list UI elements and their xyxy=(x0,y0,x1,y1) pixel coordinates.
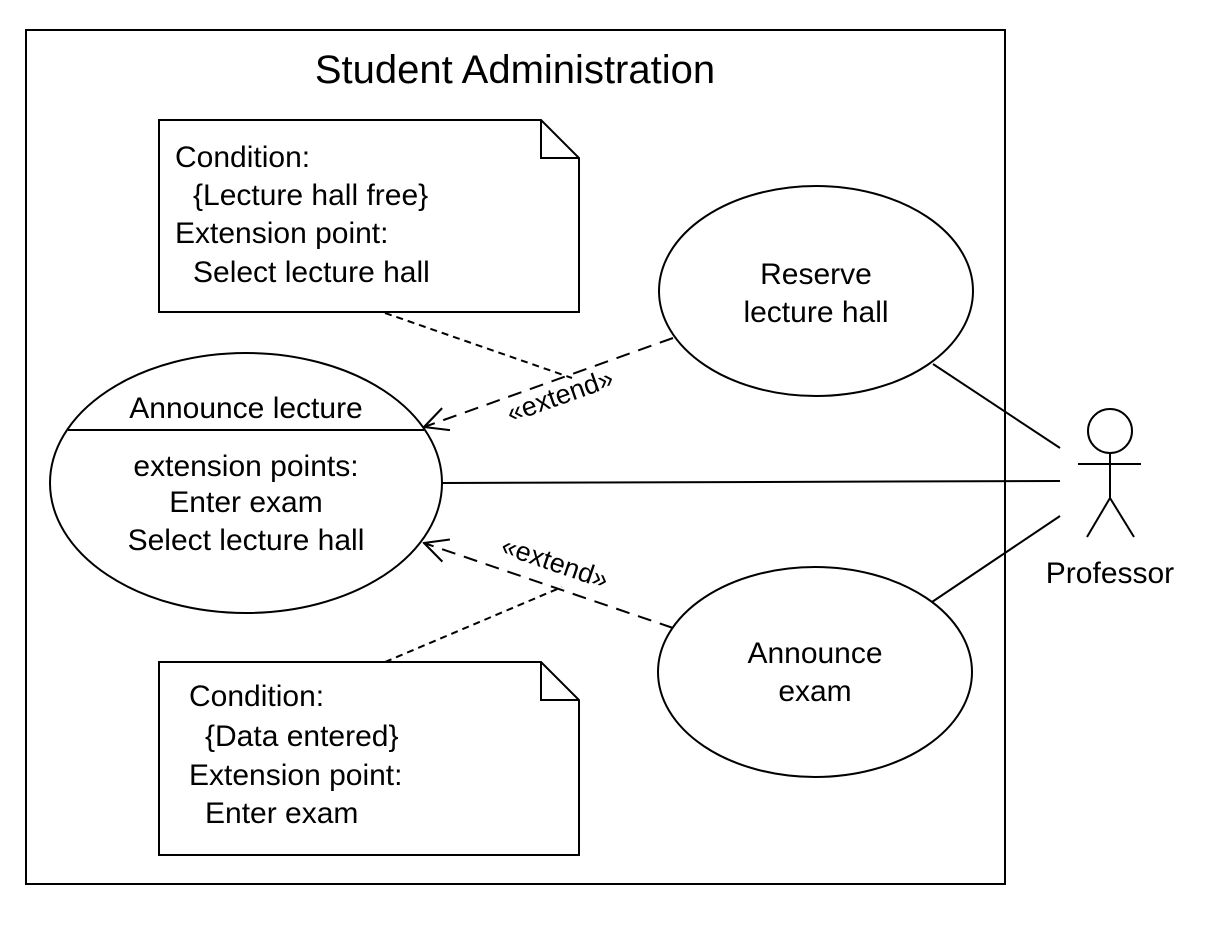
actor-name: Professor xyxy=(1046,557,1174,590)
actor-leg-right xyxy=(1109,497,1135,538)
extend-arrow-exam xyxy=(424,543,674,629)
note-top: Condition: {Lecture hall free} Extension… xyxy=(158,119,580,313)
use-case-announce-lecture: Announce lecture extension points: Enter… xyxy=(49,352,443,614)
system-title: Student Administration xyxy=(315,48,715,92)
extension-point: Enter exam xyxy=(169,486,322,519)
actor-leg-left xyxy=(1086,497,1111,538)
use-case-reserve-lecture-hall: Reserve lecture hall xyxy=(658,185,974,397)
note-bottom-connector xyxy=(384,586,563,663)
note-top-line: Select lecture hall xyxy=(193,256,430,289)
note-bottom-line: {Data entered} xyxy=(205,720,399,753)
extend-arrow-reserve xyxy=(424,337,674,427)
use-case-name: lecture hall xyxy=(743,296,888,329)
association-announce-lecture xyxy=(441,480,1061,484)
use-case-name: Reserve xyxy=(760,258,872,291)
use-case-name: Announce lecture xyxy=(129,392,363,425)
note-top-line: Extension point: xyxy=(175,217,388,250)
note-bottom-line: Extension point: xyxy=(189,759,402,792)
note-bottom-line: Enter exam xyxy=(205,797,358,830)
note-top-line: {Lecture hall free} xyxy=(193,179,428,212)
use-case-name: Announce xyxy=(747,637,882,670)
note-top-connector xyxy=(384,312,573,379)
actor-professor: Professor xyxy=(1046,408,1174,590)
actor-head-icon xyxy=(1087,408,1133,454)
note-top-line: Condition: xyxy=(175,141,310,174)
extension-point: Select lecture hall xyxy=(128,524,365,557)
association-announce-exam xyxy=(931,515,1061,603)
extension-points-header: extension points: xyxy=(133,450,358,483)
association-reserve-lecture-hall xyxy=(932,363,1061,449)
note-bottom: Condition: {Data entered} Extension poin… xyxy=(158,661,580,856)
use-case-name: exam xyxy=(778,675,851,708)
note-bottom-line: Condition: xyxy=(189,680,324,713)
use-case-announce-exam: Announce exam xyxy=(657,566,973,778)
